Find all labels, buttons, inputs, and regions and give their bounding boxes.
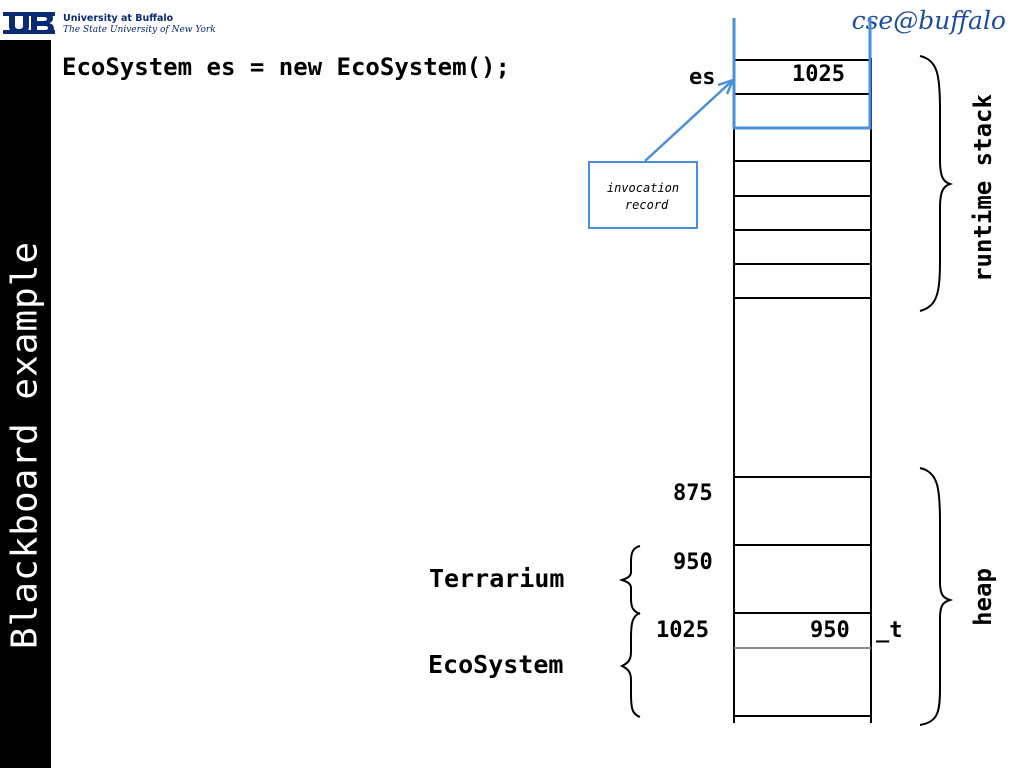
heap-label: heap [969, 568, 997, 626]
ub-logo: University at Buffalo The State Universi… [3, 8, 216, 40]
heap-address-1025: 1025 [656, 618, 709, 643]
heap-field-name: _t [876, 618, 903, 643]
invocation-record-callout: invocation record [588, 161, 698, 229]
stack-variable-value: 1025 [792, 62, 845, 87]
callout-text: invocation record [606, 181, 680, 212]
terrarium-brace [618, 545, 641, 615]
code-statement: EcoSystem es = new EcoSystem(); [62, 53, 510, 81]
heap-address-950: 950 [673, 550, 713, 575]
cse-buffalo-brand: cse@buffalo [851, 6, 1006, 35]
heap-brace [919, 467, 954, 726]
ub-monogram-icon [3, 12, 55, 34]
ecosystem-brace [619, 612, 641, 718]
stack-variable-name: es [689, 65, 716, 90]
heap-rows [734, 476, 871, 717]
invocation-record-box [732, 18, 872, 130]
logo-university-name: University at Buffalo [63, 13, 174, 24]
callout-pointer-line [644, 79, 734, 162]
runtime-stack-brace [919, 55, 954, 312]
stack-rows [734, 59, 871, 299]
heap-address-875: 875 [673, 481, 713, 506]
heap-field-value: 950 [810, 618, 850, 643]
runtime-stack-label: runtime stack [969, 94, 997, 282]
class-label-ecosystem: EcoSystem [428, 650, 564, 679]
sidebar: Blackboard example [0, 40, 51, 768]
class-label-terrarium: Terrarium [429, 564, 565, 593]
callout-arrowhead-icon [717, 78, 735, 95]
logo-subtitle: The State University of New York [63, 25, 216, 35]
